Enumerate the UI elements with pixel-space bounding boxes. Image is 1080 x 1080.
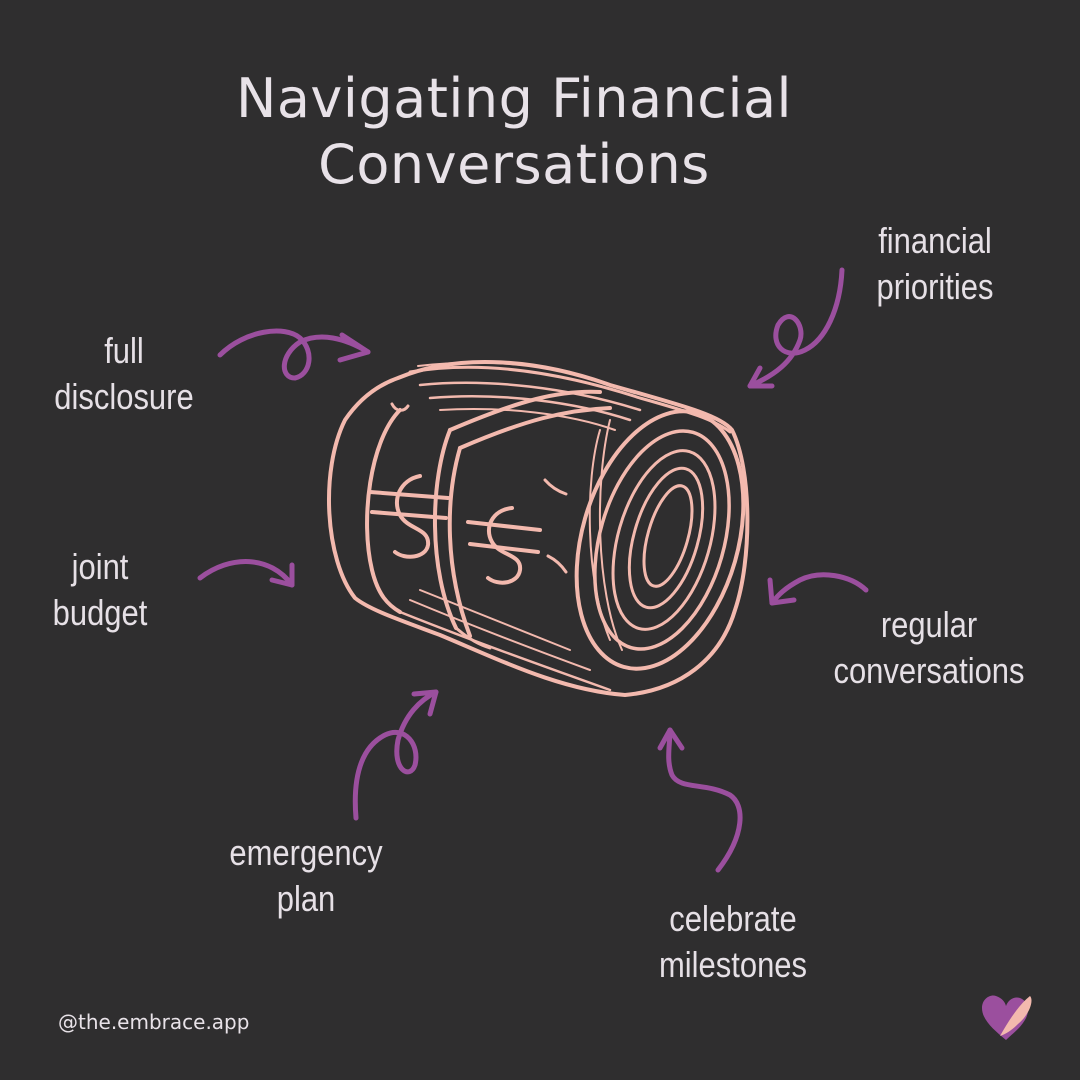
label-celebrate-milestones: celebrate milestones (658, 898, 807, 985)
label-full-disclosure: full disclosure (54, 330, 194, 417)
label-joint-budget: joint budget (52, 546, 148, 633)
arrow-joint-budget (197, 559, 295, 588)
heart-feather-logo-icon (982, 995, 1032, 1040)
arrow-full-disclosure (217, 328, 371, 381)
page-title: Navigating Financial Conversations (140, 66, 888, 198)
social-handle: @the.embrace.app (58, 1010, 250, 1034)
money-roll-icon (326, 360, 750, 697)
arrow-emergency-plan (352, 689, 439, 821)
arrow-regular-conversations (767, 572, 869, 606)
title-line-1: Navigating Financial (235, 67, 793, 130)
arrow-financial-priorities (747, 267, 845, 389)
label-regular-conversations: regular conversations (833, 604, 1025, 691)
label-financial-priorities: financial priorities (876, 220, 994, 307)
arrow-celebrate-milestones (657, 727, 743, 873)
title-line-2: Conversations (318, 133, 710, 196)
label-emergency-plan: emergency plan (229, 832, 383, 919)
